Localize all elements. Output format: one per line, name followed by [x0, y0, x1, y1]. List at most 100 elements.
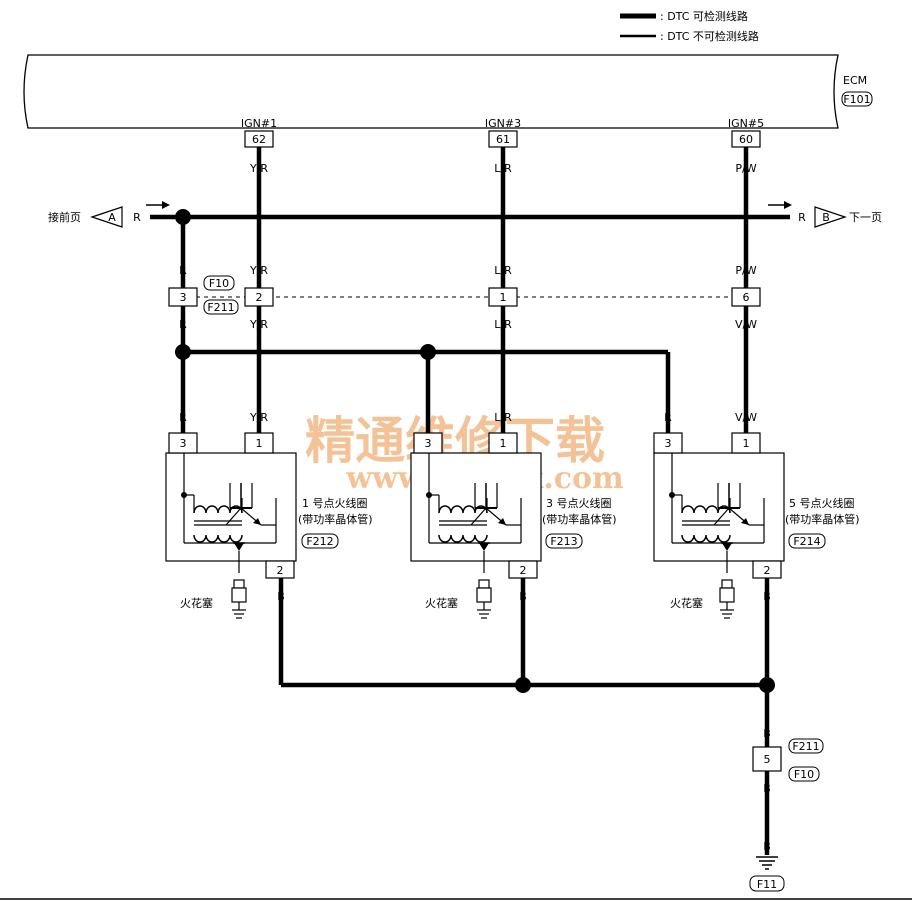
wire-color-label: Y/R	[249, 162, 268, 175]
svg-text:1: 1	[500, 291, 507, 304]
svg-text:2: 2	[256, 291, 263, 304]
coil-pin: 2	[277, 564, 284, 577]
wire-color-label: Y/R	[249, 411, 268, 424]
coil-pin: 3	[425, 437, 432, 450]
wire-color-label: B	[519, 590, 527, 603]
offpage-from: 接前页 A R	[48, 201, 170, 228]
connector-id: F211	[792, 740, 819, 753]
connector-pin: 1	[488, 287, 518, 307]
splice-dot	[175, 344, 191, 360]
ground-icon	[756, 856, 778, 870]
ignition-coil-3: L/R 3 1 2 B 火花塞 3 号点火线圈 (带功率晶体管) F213	[410, 411, 617, 619]
splice-dot	[759, 677, 775, 693]
ignition-coil-1: R Y/R 3 1 2 B 火花塞 1 号点火线圈 (带功率晶体管) F212	[165, 411, 373, 619]
ground-label: F11	[757, 878, 777, 891]
ecm-pin-5: IGN#5 60 P/W	[728, 117, 764, 175]
wire-color-label: B	[763, 590, 771, 603]
mid-wire-labels: R Y/R L/R P/W R Y/R L/R V/W	[179, 264, 757, 331]
coil-title: 1 号点火线圈	[302, 496, 368, 510]
ecm-pin-signal: IGN#3	[485, 117, 521, 130]
ground-connector-pin: 5	[764, 753, 771, 766]
connector-pin: 6	[731, 287, 761, 307]
ecm-pin-signal: IGN#5	[728, 117, 764, 130]
spark-plug-label: 火花塞	[670, 596, 703, 610]
offpage-to-text: 下一页	[849, 211, 882, 224]
ecm-label: ECM	[843, 74, 867, 87]
coil-connector: F214	[793, 535, 820, 548]
wire-color-label: R	[179, 264, 187, 277]
mid-connector: 3 2 1 6 F10 F211	[168, 275, 761, 315]
coil-subtitle: (带功率晶体管)	[785, 512, 860, 526]
wire-color-label: L/R	[494, 264, 512, 277]
coil-pin: 2	[764, 564, 771, 577]
coil-title: 5 号点火线圈	[789, 496, 855, 510]
wire-color-label: L/R	[494, 318, 512, 331]
splice-dot	[515, 677, 531, 693]
offpage-from-text: 接前页	[48, 210, 81, 224]
coil-pin: 3	[180, 437, 187, 450]
wire-color-label: B	[763, 840, 771, 853]
connector-id: F10	[794, 768, 814, 781]
wire-color-label: V/W	[735, 411, 757, 424]
wire-color-label: L/R	[494, 162, 512, 175]
legend-detectable-label: : DTC 可检测线路	[660, 9, 748, 23]
coil-pin: 1	[256, 437, 263, 450]
connector-id-badge	[203, 299, 239, 315]
wire-color-label: P/W	[735, 264, 756, 277]
connector-id: F10	[209, 277, 229, 290]
ground-connector: B 5 F211 F10 B B F11	[749, 727, 824, 892]
ecm-pin-number: 61	[496, 133, 510, 146]
offpage-from-letter: A	[108, 211, 116, 224]
wire-color-label: V/W	[735, 318, 757, 331]
wire-color-label: P/W	[735, 162, 756, 175]
splice-points	[175, 209, 775, 693]
coil-subtitle: (带功率晶体管)	[542, 512, 617, 526]
coil-title: 3 号点火线圈	[546, 496, 612, 510]
wire-color-label: R	[133, 211, 141, 224]
offpage-to-letter: B	[822, 211, 830, 224]
connector-id-badge	[203, 275, 235, 291]
connector-id: F211	[207, 301, 234, 314]
coil-connector: F213	[550, 535, 577, 548]
coil-pin: 1	[743, 437, 750, 450]
ecm-pin-1: IGN#1 62 Y/R	[241, 117, 277, 175]
wire-color-label: Y/R	[249, 318, 268, 331]
ignition-coil-5: R V/W 3 1 2 B 火花塞 5 号点火线圈 (带功率晶体管) F214	[653, 411, 860, 619]
ecm-pin-number: 60	[739, 133, 753, 146]
wire-color-label: R	[798, 211, 806, 224]
wire-color-label: R	[179, 318, 187, 331]
spark-plug-label: 火花塞	[425, 596, 458, 610]
legend-non-detectable-label: : DTC 不可检测线路	[660, 29, 759, 43]
spark-plug-icon	[231, 579, 247, 619]
connector-pin: 3	[168, 287, 198, 307]
ecm-pin-signal: IGN#1	[241, 117, 277, 130]
offpage-to-arrow	[814, 206, 847, 228]
coil-pin: 2	[520, 564, 527, 577]
offpage-from-arrow	[90, 206, 123, 228]
coil-pin: 1	[500, 437, 507, 450]
spark-plug-icon	[476, 579, 492, 619]
coil-pin: 3	[665, 437, 672, 450]
coil-connector: F212	[306, 535, 333, 548]
connector-pin: 2	[244, 287, 274, 307]
ecm-connector-label: F101	[843, 93, 870, 106]
svg-text:3: 3	[180, 291, 187, 304]
svg-text:6: 6	[743, 291, 750, 304]
legend: : DTC 可检测线路 : DTC 不可检测线路	[620, 9, 759, 43]
ecm-pin-number: 62	[252, 133, 266, 146]
splice-dot	[175, 209, 191, 225]
ecm-box: ECM F101	[23, 54, 873, 129]
wire-color-label: L/R	[494, 411, 512, 424]
wire-color-label: R	[664, 411, 672, 424]
wire-color-label: R	[179, 411, 187, 424]
wire-color-label: B	[277, 590, 285, 603]
wire-color-label: B	[763, 782, 771, 795]
spark-plug-label: 火花塞	[180, 596, 213, 610]
coil-subtitle: (带功率晶体管)	[298, 512, 373, 526]
splice-dot	[420, 344, 436, 360]
spark-plug-icon	[719, 579, 735, 619]
wire-color-label: B	[763, 727, 771, 740]
ecm-pin-3: IGN#3 61 L/R	[485, 117, 521, 175]
offpage-to: R B 下一页	[768, 201, 882, 228]
